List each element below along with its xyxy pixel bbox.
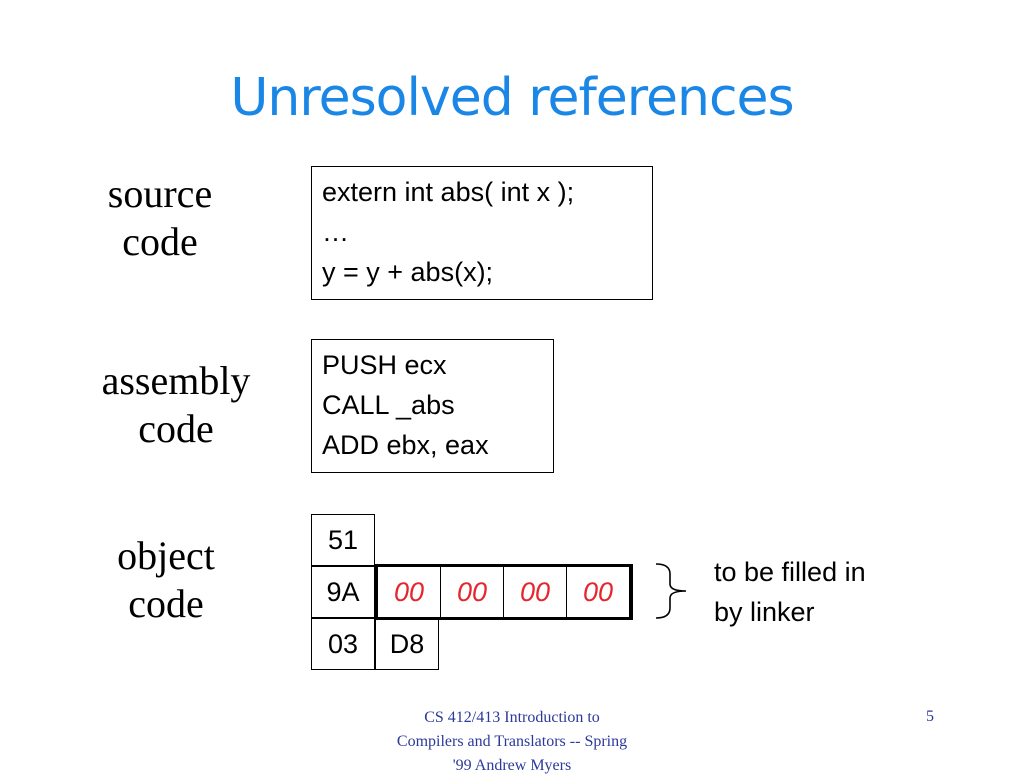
placeholder-byte-cell: 00 bbox=[566, 566, 630, 618]
assembly-code-label-line-1: assembly bbox=[101, 358, 251, 403]
object-code-label: object code bbox=[46, 532, 286, 628]
slide-title: Unresolved references bbox=[230, 68, 794, 128]
object-code-label-line-2: code bbox=[128, 581, 204, 626]
placeholder-byte-cell: 00 bbox=[377, 566, 441, 618]
assembly-code-line: PUSH ecx bbox=[322, 350, 447, 380]
assembly-code-line: CALL _abs bbox=[322, 390, 455, 420]
byte-cell: 51 bbox=[311, 514, 375, 566]
footer-line: '99 Andrew Myers bbox=[452, 757, 572, 774]
slide-footer: CS 412/413 Introduction to Compilers and… bbox=[330, 706, 694, 778]
source-code-label-line-2: code bbox=[122, 219, 198, 264]
placeholder-byte-cell: 00 bbox=[503, 566, 567, 618]
source-code-box: extern int abs( int x ); … y = y + abs(x… bbox=[311, 166, 653, 300]
page-number: 5 bbox=[926, 708, 934, 725]
object-code-label-line-1: object bbox=[117, 533, 215, 578]
source-code-line: … bbox=[322, 217, 349, 247]
linker-note-line-1: to be filled in bbox=[714, 557, 866, 587]
source-code-line: y = y + abs(x); bbox=[322, 257, 494, 287]
source-code-line: extern int abs( int x ); bbox=[322, 177, 575, 207]
assembly-code-box: PUSH ecx CALL _abs ADD ebx, eax bbox=[311, 339, 554, 473]
placeholder-byte-cell: 00 bbox=[440, 566, 504, 618]
byte-cell: 9A bbox=[311, 566, 375, 618]
linker-note: to be filled in by linker bbox=[714, 552, 866, 632]
curly-brace-icon bbox=[655, 563, 687, 619]
assembly-code-label-line-2: code bbox=[138, 406, 214, 451]
unresolved-address-field bbox=[375, 564, 633, 620]
source-code-label-line-1: source bbox=[107, 171, 213, 216]
byte-cell: D8 bbox=[375, 618, 439, 670]
footer-line: CS 412/413 Introduction to bbox=[424, 709, 600, 726]
assembly-code-line: ADD ebx, eax bbox=[322, 430, 489, 460]
source-code-label: source code bbox=[40, 170, 280, 266]
footer-line: Compilers and Translators -- Spring bbox=[396, 733, 628, 750]
linker-note-line-2: by linker bbox=[714, 597, 815, 627]
assembly-code-label: assembly code bbox=[56, 357, 296, 453]
byte-cell: 03 bbox=[311, 618, 375, 670]
